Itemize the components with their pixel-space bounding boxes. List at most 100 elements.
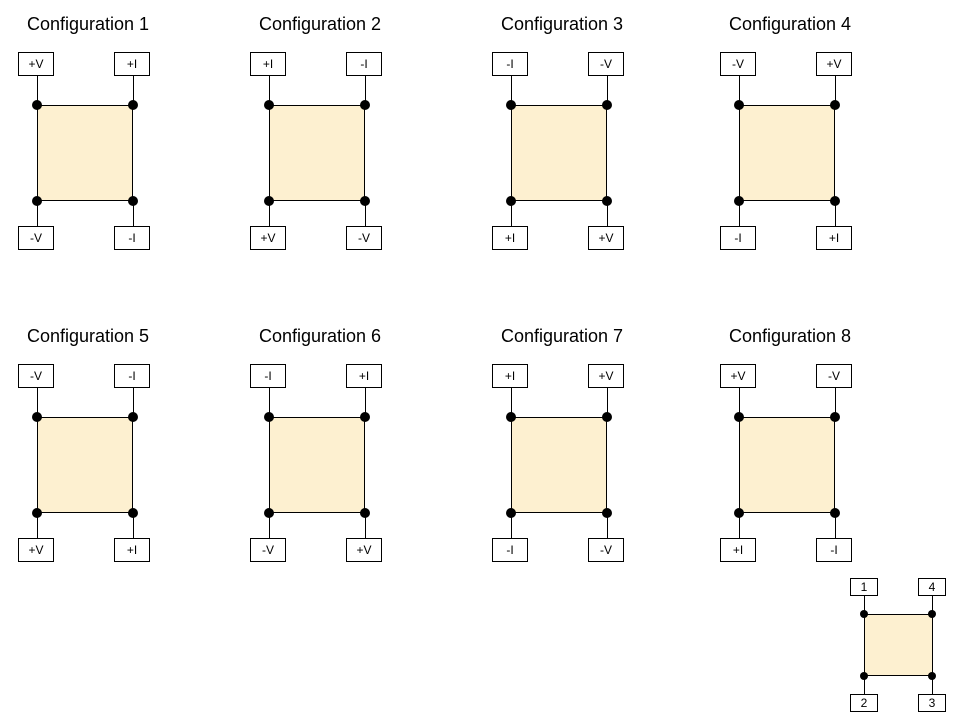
pin-label-top-right: 4 — [918, 578, 946, 596]
sample-square — [37, 105, 133, 201]
configuration-3: Configuration 3 -I -V +I +V — [492, 0, 664, 260]
contact-label-top-left: +V — [720, 364, 756, 388]
lead-wire — [133, 201, 134, 226]
contact-label-top-right: +I — [114, 52, 150, 76]
configuration-title: Configuration 2 — [258, 14, 382, 34]
lead-wire — [739, 76, 740, 101]
lead-wire — [37, 513, 38, 538]
lead-wire — [835, 513, 836, 538]
lead-wire — [269, 76, 270, 101]
contact-dot — [830, 100, 840, 110]
contact-dot — [360, 100, 370, 110]
configuration-5: Configuration 5 -V -I +V +I — [18, 312, 190, 572]
contact-label-bottom-right: -V — [346, 226, 382, 250]
contact-dot — [32, 100, 42, 110]
sample-square — [511, 105, 607, 201]
contact-label-top-left: -V — [18, 364, 54, 388]
lead-wire — [133, 513, 134, 538]
contact-label-bottom-right: -I — [816, 538, 852, 562]
contact-label-top-left: -I — [250, 364, 286, 388]
lead-wire — [133, 388, 134, 413]
contact-label-top-left: +I — [492, 364, 528, 388]
contact-label-bottom-left: -I — [492, 538, 528, 562]
contact-label-bottom-right: +I — [816, 226, 852, 250]
contact-label-bottom-right: -I — [114, 226, 150, 250]
pin-label-top-left: 1 — [850, 578, 878, 596]
contact-label-bottom-right: -V — [588, 538, 624, 562]
configuration-title: Configuration 7 — [500, 326, 624, 346]
contact-dot — [928, 610, 936, 618]
contact-label-top-right: -V — [816, 364, 852, 388]
configuration-title: Configuration 1 — [26, 14, 150, 34]
lead-wire — [607, 201, 608, 226]
lead-wire — [37, 76, 38, 101]
contact-dot — [264, 100, 274, 110]
lead-wire — [365, 388, 366, 413]
contact-dot — [264, 412, 274, 422]
configuration-7: Configuration 7 +I +V -I -V — [492, 312, 664, 572]
lead-wire — [864, 596, 865, 614]
configuration-2: Configuration 2 +I -I +V -V — [250, 0, 422, 260]
contact-dot — [506, 412, 516, 422]
lead-wire — [835, 76, 836, 101]
configuration-title: Configuration 3 — [500, 14, 624, 34]
lead-wire — [932, 596, 933, 614]
sample-square — [269, 417, 365, 513]
contact-dot — [860, 610, 868, 618]
lead-wire — [607, 76, 608, 101]
contact-label-bottom-right: +I — [114, 538, 150, 562]
contact-label-top-right: -I — [114, 364, 150, 388]
contact-label-bottom-left: +I — [492, 226, 528, 250]
contact-dot — [128, 412, 138, 422]
contact-dot — [602, 412, 612, 422]
configuration-4: Configuration 4 -V +V -I +I — [720, 0, 892, 260]
contact-label-top-left: +I — [250, 52, 286, 76]
sample-square — [739, 417, 835, 513]
contact-label-top-left: +V — [18, 52, 54, 76]
contact-label-top-left: -V — [720, 52, 756, 76]
lead-wire — [365, 513, 366, 538]
lead-wire — [269, 513, 270, 538]
lead-wire — [269, 388, 270, 413]
configuration-8: Configuration 8 +V -V +I -I — [720, 312, 892, 572]
contact-label-top-left: -I — [492, 52, 528, 76]
lead-wire — [511, 76, 512, 101]
contact-dot — [734, 100, 744, 110]
lead-wire — [835, 201, 836, 226]
sample-square — [269, 105, 365, 201]
sample-square — [739, 105, 835, 201]
contact-label-bottom-left: -I — [720, 226, 756, 250]
sample-square — [37, 417, 133, 513]
lead-wire — [37, 388, 38, 413]
contact-label-bottom-left: -V — [250, 538, 286, 562]
contact-label-top-right: +V — [588, 364, 624, 388]
contact-label-top-right: +I — [346, 364, 382, 388]
contact-dot — [602, 100, 612, 110]
contact-label-bottom-left: -V — [18, 226, 54, 250]
lead-wire — [607, 513, 608, 538]
contact-dot — [506, 100, 516, 110]
lead-wire — [864, 676, 865, 694]
lead-wire — [835, 388, 836, 413]
lead-wire — [511, 513, 512, 538]
contact-label-bottom-left: +I — [720, 538, 756, 562]
configuration-1: Configuration 1 +V +I -V -I — [18, 0, 190, 260]
lead-wire — [511, 201, 512, 226]
contact-dot — [360, 412, 370, 422]
contact-label-top-right: +V — [816, 52, 852, 76]
lead-wire — [932, 676, 933, 694]
lead-wire — [365, 76, 366, 101]
contact-label-bottom-right: +V — [346, 538, 382, 562]
contact-label-bottom-left: +V — [250, 226, 286, 250]
contact-label-bottom-right: +V — [588, 226, 624, 250]
lead-wire — [37, 201, 38, 226]
lead-wire — [739, 201, 740, 226]
configuration-6: Configuration 6 -I +I -V +V — [250, 312, 422, 572]
configuration-title: Configuration 4 — [728, 14, 852, 34]
lead-wire — [739, 513, 740, 538]
lead-wire — [511, 388, 512, 413]
contact-label-top-right: -I — [346, 52, 382, 76]
contact-dot — [734, 412, 744, 422]
lead-wire — [133, 76, 134, 101]
pin-numbering-legend: 1 4 2 3 — [850, 578, 950, 714]
